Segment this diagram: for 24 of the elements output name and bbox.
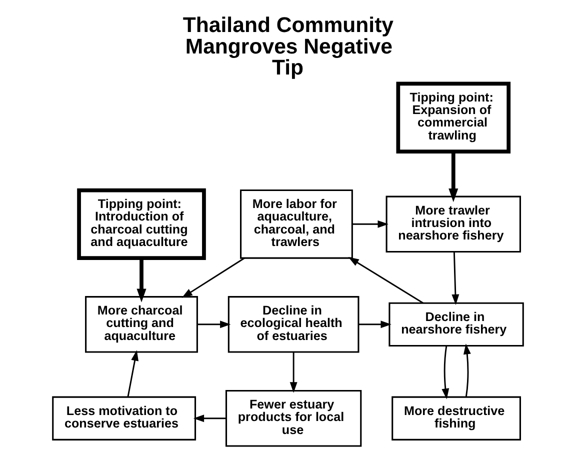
arrow [196, 320, 230, 328]
node-box: Decline in ecological health of estuaries [227, 296, 359, 353]
node-box: More trawler intrusion into nearshore fishery [385, 196, 520, 253]
arrow [348, 256, 423, 304]
node-box: Decline in nearshore fishery [388, 302, 524, 346]
arrow [289, 352, 297, 393]
node-box: Less motivation to conserve estuaries [52, 396, 196, 440]
arrow [451, 252, 459, 306]
node-box: Fewer estuary products for local use [224, 390, 362, 447]
diagram-title: Thailand Community Mangroves Negative Tip [182, 12, 394, 80]
node-box: Tipping point: Introduction of charcoal cutting and aquaculture [76, 188, 206, 260]
arrow [462, 344, 470, 398]
arrow [352, 220, 388, 228]
node-box: More charcoal cutting and aquaculture [84, 296, 198, 353]
arrow [136, 258, 146, 302]
arrow [126, 350, 138, 397]
arrow [192, 414, 226, 422]
arrow [358, 320, 391, 328]
node-box: More destructive fishing [391, 396, 520, 440]
node-box: Tipping point: Expansion of commercial trawling [396, 82, 510, 154]
arrow [181, 258, 244, 298]
arrow [441, 346, 449, 400]
node-box: More labor for aquaculture, charcoal, and trawlers [240, 189, 352, 259]
arrow [448, 152, 458, 202]
